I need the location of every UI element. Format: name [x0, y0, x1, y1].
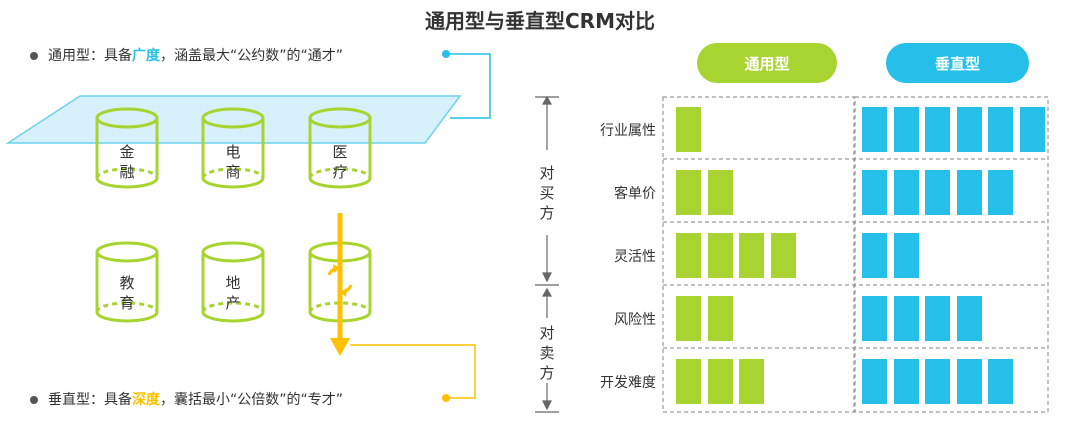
drill-arrow-icon: [327, 213, 353, 356]
vertical-rating-block: [862, 233, 887, 278]
vertical-rating-block: [893, 296, 919, 341]
vertical-bullet-highlight: 深度: [132, 392, 160, 408]
vertical-rating-block: [925, 170, 950, 215]
cylinder-label-finance: 金 融: [115, 142, 139, 182]
general-bullet-suffix: ，涵盖最大“公约数”的“通才”: [160, 48, 344, 64]
header-vertical: 垂直型: [886, 43, 1029, 83]
vertical-rating-block: [956, 359, 982, 404]
vertical-connector: [350, 344, 476, 402]
label-line: 教: [119, 274, 135, 292]
vertical-rating-block: [925, 107, 950, 152]
row-label-difficulty: 开发难度: [600, 375, 656, 391]
general-rating-block: [707, 233, 733, 278]
buyer-label-char: 方: [539, 204, 555, 222]
comparison-grid: [535, 95, 1049, 413]
buyer-label-char: 买: [539, 184, 555, 202]
general-rating-block: [739, 233, 764, 278]
cylinder-realestate: [201, 241, 265, 323]
label-line: 疗: [332, 163, 348, 181]
general-rating-block: [676, 359, 701, 404]
vertical-rating-block: [956, 107, 982, 152]
label-line: 产: [225, 294, 241, 312]
vertical-rating-block: [893, 107, 919, 152]
general-bullet: 通用型：具备广度，涵盖最大“公约数”的“通才”: [30, 45, 343, 65]
seller-label-char: 方: [539, 364, 555, 382]
label-line: 医: [332, 143, 348, 161]
page-title: 通用型与垂直型CRM对比: [425, 9, 655, 33]
cylinder-illustration: [5, 50, 491, 402]
bullet-dot-icon: [30, 52, 38, 60]
general-rating-block: [707, 296, 733, 341]
vertical-rating-block: [893, 233, 919, 278]
label-line: 地: [225, 274, 241, 292]
cylinder-label-realestate: 地 产: [221, 273, 245, 313]
cylinder-label-education: 教 育: [115, 273, 139, 313]
general-rating-block: [676, 107, 701, 152]
row-label-price: 客单价: [614, 186, 656, 202]
label-line: 融: [119, 163, 135, 181]
buyer-bracket: [535, 95, 559, 286]
row-label-risk: 风险性: [614, 312, 656, 328]
general-rating-block: [676, 296, 701, 341]
cylinder-finance: [95, 107, 159, 189]
seller-label-char: 卖: [539, 344, 555, 362]
header-general: 通用型: [697, 43, 837, 83]
vertical-rating-block: [988, 359, 1013, 404]
cylinder-label-medical: 医 疗: [328, 142, 352, 182]
vertical-rating-block: [893, 170, 919, 215]
bullet-dot-icon: [30, 396, 38, 404]
vertical-bullet: 垂直型：具备深度，囊括最小“公倍数”的“专才”: [30, 389, 343, 409]
vertical-bullet-prefix: 垂直型：具备: [48, 392, 132, 408]
seller-bracket: [535, 287, 559, 413]
cylinder-education: [95, 241, 159, 323]
vertical-rating-block: [925, 359, 950, 404]
label-line: 育: [119, 294, 135, 312]
general-rating-block: [676, 233, 701, 278]
buyer-label: 对 买 方: [539, 163, 555, 223]
vertical-bullet-suffix: ，囊括最小“公倍数”的“专才”: [160, 392, 344, 408]
vertical-rating-block: [988, 107, 1013, 152]
vertical-rating-block: [925, 296, 950, 341]
label-line: 商: [225, 163, 241, 181]
cylinder-ecommerce: [201, 107, 265, 189]
vertical-rating-block: [1019, 107, 1045, 152]
general-rating-block: [707, 359, 733, 404]
industry-plane: [5, 95, 462, 144]
vertical-rating-block: [893, 359, 919, 404]
seller-label-char: 对: [539, 324, 555, 342]
general-bullet-prefix: 通用型：具备: [48, 48, 132, 64]
buyer-label-char: 对: [539, 164, 555, 182]
vertical-rating-block: [862, 296, 887, 341]
cylinder-medical: [308, 107, 372, 189]
general-connector: [442, 50, 491, 119]
vertical-rating-block: [956, 296, 982, 341]
general-bullet-highlight: 广度: [132, 48, 160, 64]
general-rating-block: [739, 359, 764, 404]
general-rating-block: [676, 170, 701, 215]
row-label-flexibility: 灵活性: [614, 249, 656, 265]
vertical-rating-block: [956, 170, 982, 215]
vertical-rating-block: [988, 170, 1013, 215]
cylinder-label-ecommerce: 电 商: [221, 142, 245, 182]
row-label-industry: 行业属性: [600, 123, 656, 139]
label-line: 金: [119, 143, 135, 161]
general-rating-block: [770, 233, 796, 278]
label-line: 电: [225, 143, 241, 161]
seller-label: 对 卖 方: [539, 323, 555, 383]
general-rating-block: [707, 170, 733, 215]
vertical-rating-block: [862, 359, 887, 404]
vertical-rating-block: [862, 107, 887, 152]
vertical-rating-block: [862, 170, 887, 215]
